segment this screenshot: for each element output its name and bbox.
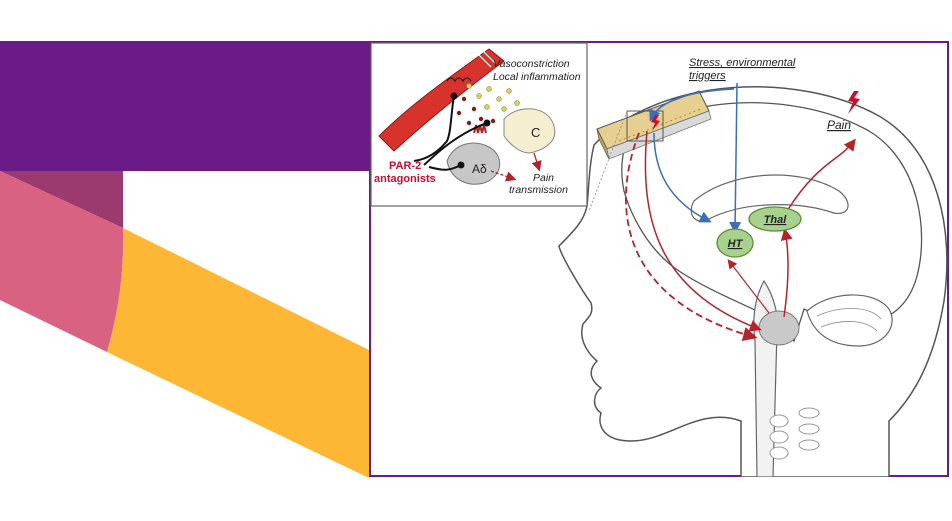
cervical-vertebrae — [769, 407, 820, 460]
c-fiber-icon — [503, 108, 556, 154]
brainstem-to-thal-pathway — [780, 228, 793, 318]
stress-label-line2: triggers — [689, 70, 726, 82]
purple-banner — [0, 41, 369, 171]
thalamus-node — [748, 206, 802, 232]
a-delta-label: Aδ — [472, 162, 487, 176]
thal-to-cortex-pathway — [786, 138, 856, 212]
yellow-stripe — [107, 228, 369, 478]
dashed-trigeminal-pathway — [625, 132, 758, 342]
par2-label-line1: PAR-2 — [389, 160, 421, 172]
par2-label-line2: antagonists — [374, 173, 436, 185]
blood-vessel-icon — [378, 48, 505, 152]
cerebellum — [806, 294, 893, 347]
a-delta-fiber-icon — [446, 142, 501, 185]
pink-stripe — [0, 171, 124, 352]
pain-transmission-line1: Pain — [533, 172, 554, 184]
thalamus-label: Thal — [764, 214, 788, 226]
inset-label-vasoconstriction: Vasoconstriction — [493, 58, 570, 70]
trigeminal-nucleus — [758, 310, 800, 346]
inset-label-local-inflammation: Local inflammation — [493, 71, 581, 83]
migraine-pathway-diagram: Vasoconstriction Local inflammation PAR-… — [369, 41, 949, 477]
hypothalamus-node — [716, 228, 754, 258]
meninges-to-brainstem-pathway — [644, 130, 762, 332]
hypothalamus-label: HT — [728, 238, 744, 250]
pain-lightning-icon — [848, 91, 860, 114]
stress-label-line1: Stress, environmental — [689, 57, 796, 69]
zoom-box — [626, 110, 664, 142]
inflammation-dots — [456, 83, 520, 126]
pain-transmission-line2: transmission — [509, 184, 568, 196]
stress-to-ht-pathway — [729, 82, 742, 234]
meninges-to-ht-pathway — [653, 132, 712, 223]
meninges-lightning-icon — [651, 115, 660, 131]
pain-label: Pain — [827, 118, 851, 132]
inset-panel: Vasoconstriction Local inflammation PAR-… — [370, 42, 588, 207]
c-fiber-label: C — [531, 125, 540, 140]
